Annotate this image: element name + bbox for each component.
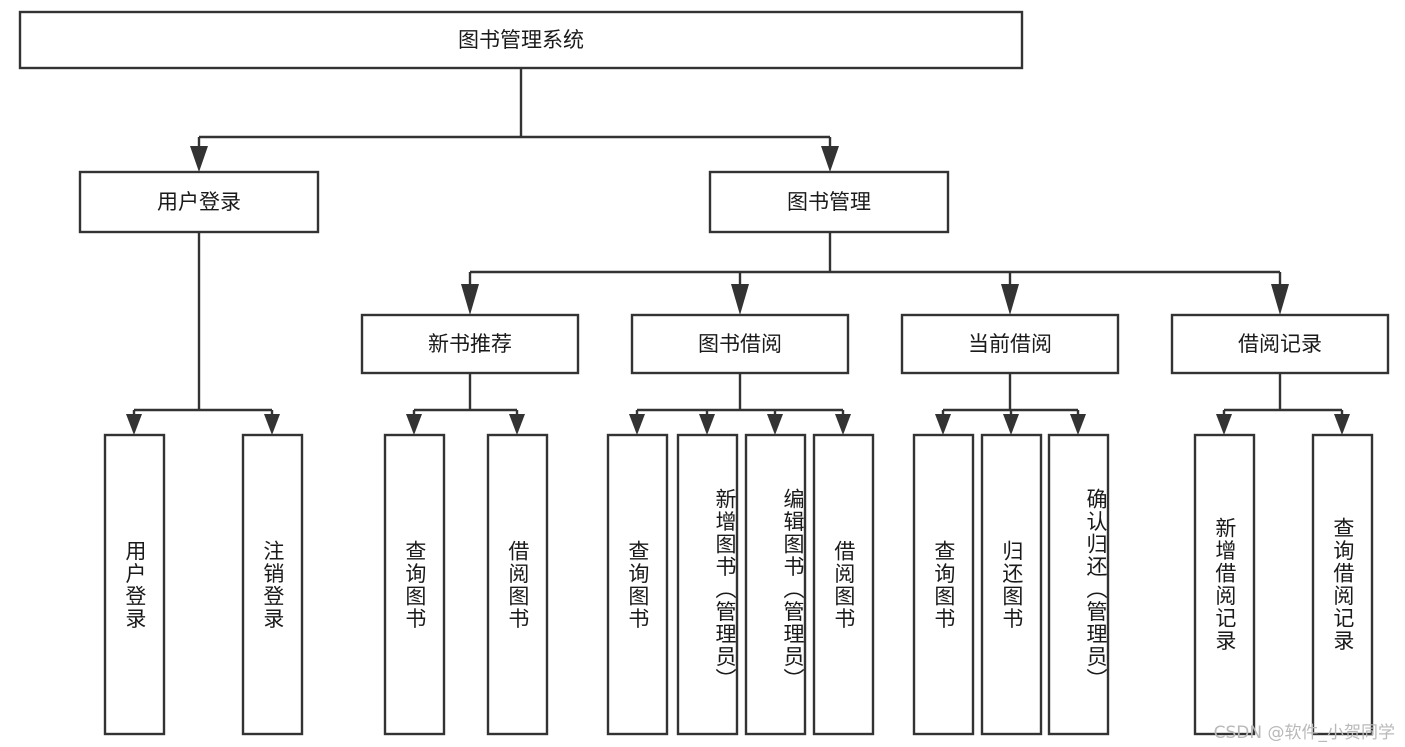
leaf-borrow-borrow-book[interactable] bbox=[812, 433, 875, 736]
label-new-book-recommend: 新书推荐 bbox=[428, 332, 512, 356]
node-book-management[interactable] bbox=[708, 170, 950, 234]
label-user-login: 用户登录 bbox=[157, 190, 241, 214]
label-borrow-record: 借阅记录 bbox=[1238, 332, 1322, 356]
node-borrow-record[interactable] bbox=[1170, 313, 1390, 375]
leaf-user-logout[interactable] bbox=[241, 433, 304, 736]
leaf-newbook-query-book[interactable] bbox=[383, 433, 446, 736]
node-new-book-recommend[interactable] bbox=[360, 313, 580, 375]
leaf-record-query-record[interactable] bbox=[1311, 433, 1374, 736]
leaf-current-confirm-return[interactable] bbox=[1047, 433, 1110, 736]
connector-root-to-level2 bbox=[190, 68, 839, 172]
leaf-record-add-record[interactable] bbox=[1193, 433, 1256, 736]
label-current-borrow: 当前借阅 bbox=[968, 332, 1052, 356]
node-user-login[interactable] bbox=[78, 170, 320, 234]
connector-borrowrecord-to-leaves bbox=[1216, 373, 1350, 435]
connector-currentborrow-to-leaves bbox=[935, 373, 1086, 435]
label-root: 图书管理系统 bbox=[458, 28, 584, 52]
node-root[interactable] bbox=[18, 10, 1024, 70]
connector-userlogin-to-leaves bbox=[126, 232, 280, 435]
label-book-management: 图书管理 bbox=[787, 190, 871, 214]
label-book-borrow: 图书借阅 bbox=[698, 332, 782, 356]
leaf-current-return-book[interactable] bbox=[980, 433, 1043, 736]
connector-bookborrow-to-leaves bbox=[629, 373, 851, 435]
node-current-borrow[interactable] bbox=[900, 313, 1120, 375]
node-book-borrow[interactable] bbox=[630, 313, 850, 375]
leaf-borrow-add-book[interactable] bbox=[676, 433, 739, 736]
leaf-newbook-borrow-book[interactable] bbox=[486, 433, 549, 736]
leaf-borrow-query-book[interactable] bbox=[606, 433, 669, 736]
connector-newbook-to-leaves bbox=[406, 373, 525, 435]
connector-bookmgmt-to-level3 bbox=[461, 232, 1289, 315]
leaf-user-login[interactable] bbox=[103, 433, 166, 736]
leaf-borrow-edit-book[interactable] bbox=[744, 433, 807, 736]
watermark-text: CSDN @软件_小贺同学 bbox=[1213, 723, 1395, 743]
leaf-current-query-book[interactable] bbox=[912, 433, 975, 736]
